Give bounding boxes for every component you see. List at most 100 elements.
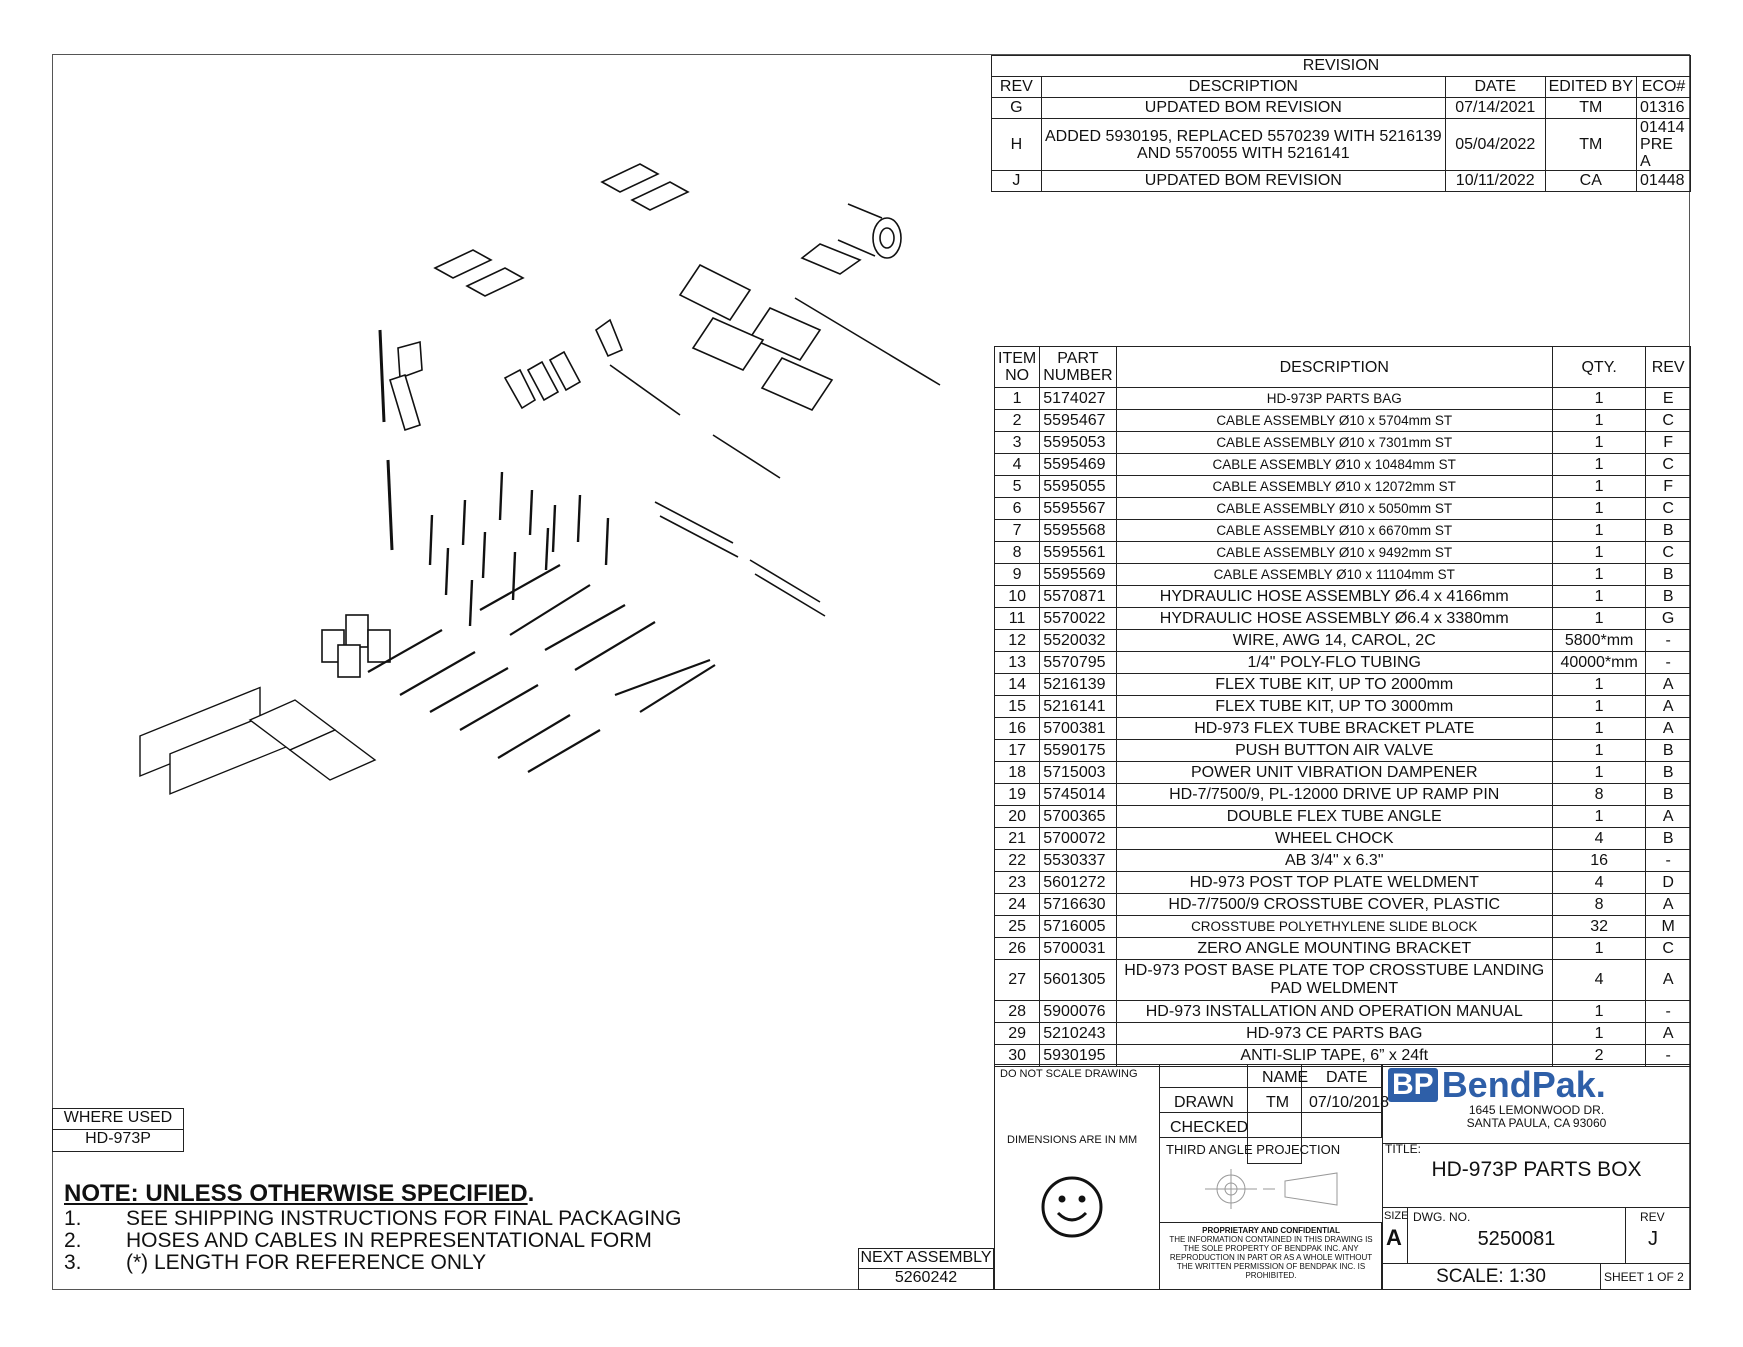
rev-cell: 01316 <box>1636 97 1691 119</box>
rev-header-edited-by: EDITED BY <box>1544 76 1638 98</box>
bom-qty: 4 <box>1551 827 1647 850</box>
bom-rev: C <box>1645 409 1691 432</box>
bom-part-number: 5530337 <box>1039 849 1117 872</box>
bom-rev: B <box>1645 739 1691 762</box>
bom-qty: 16 <box>1551 849 1647 872</box>
rev-cell: ADDED 5930195, REPLACED 5570239 WITH 521… <box>1040 118 1446 171</box>
bom-item-no: 28 <box>993 1000 1041 1023</box>
drawing-title: HD-973P PARTS BOX <box>1431 1158 1642 1181</box>
bom-part-number: 5210243 <box>1039 1022 1117 1045</box>
bom-description: CABLE ASSEMBLY Ø10 x 11104mm ST <box>1115 563 1553 586</box>
rev-header-date: DATE <box>1444 76 1546 98</box>
bom-part-number: 5174027 <box>1039 387 1117 410</box>
post-top-plates <box>433 163 690 297</box>
bom-description: HD-973 CE PARTS BAG <box>1115 1022 1553 1045</box>
tb-name-label: NAME <box>1262 1069 1309 1086</box>
bom-item-no: 3 <box>993 431 1041 454</box>
bom-item-no: 30 <box>993 1044 1041 1067</box>
third-angle-projection-icon <box>1205 1169 1338 1209</box>
bom-description: HD-973 POST BASE PLATE TOP CROSSTUBE LAN… <box>1115 959 1553 1001</box>
bom-rev: A <box>1645 893 1691 916</box>
logo-name: BendPak. <box>1441 1064 1606 1105</box>
bom-qty: 4 <box>1551 871 1647 894</box>
bom-qty: 32 <box>1551 915 1647 938</box>
address-line-1: 1645 LEMONWOOD DR. <box>1468 1103 1605 1117</box>
bom-description: CABLE ASSEMBLY Ø10 x 5704mm ST <box>1115 409 1553 432</box>
bom-rev: A <box>1645 805 1691 828</box>
bom-part-number: 5595055 <box>1039 475 1117 498</box>
notes-title: NOTE: UNLESS OTHERWISE SPECIFIED <box>64 1180 528 1207</box>
landing-pads <box>678 263 834 412</box>
bom-part-number: 5570871 <box>1039 585 1117 608</box>
bom-qty: 1 <box>1551 673 1647 696</box>
where-used-box: WHERE USED HD-973P <box>52 1108 184 1152</box>
next-assembly-label: NEXT ASSEMBLY <box>859 1249 993 1269</box>
tb-drawn-row <box>1160 1088 1382 1113</box>
revision-table: REVISION REV DESCRIPTION DATE EDITED BY … <box>991 55 1691 192</box>
bom-qty: 1 <box>1551 761 1647 784</box>
bom-item-no: 6 <box>993 497 1041 520</box>
rev-cell: 10/11/2022 <box>1444 170 1546 192</box>
bom-header-description: DESCRIPTION <box>1115 346 1553 388</box>
revision-title: REVISION <box>991 55 1691 77</box>
bom-item-no: 15 <box>993 695 1041 718</box>
bom-item-no: 18 <box>993 761 1041 784</box>
bom-header-part-number: PART NUMBER <box>1039 346 1117 388</box>
bom-rev: F <box>1645 431 1691 454</box>
rev-cell: 07/14/2021 <box>1444 97 1546 119</box>
bom-item-no: 2 <box>993 409 1041 432</box>
bom-rev: A <box>1645 695 1691 718</box>
bom-rev: A <box>1645 1022 1691 1045</box>
rev-cell: CA <box>1544 170 1638 192</box>
note-item: 2.HOSES AND CABLES IN REPRESENTATIONAL F… <box>64 1230 784 1252</box>
bendpak-logo: BP BendPak. <box>1388 1064 1606 1105</box>
bom-part-number: 5595053 <box>1039 431 1117 454</box>
bom-description: PUSH BUTTON AIR VALVE <box>1115 739 1553 762</box>
bom-qty: 1 <box>1551 563 1647 586</box>
bom-rev: - <box>1645 1000 1691 1023</box>
bom-part-number: 5601272 <box>1039 871 1117 894</box>
bom-qty: 8 <box>1551 893 1647 916</box>
rev-value: J <box>1648 1228 1658 1250</box>
bom-description: HD-973 INSTALLATION AND OPERATION MANUAL <box>1115 1000 1553 1023</box>
bom-item-no: 7 <box>993 519 1041 542</box>
bom-rev: A <box>1645 673 1691 696</box>
bom-item-no: 22 <box>993 849 1041 872</box>
bill-of-materials-table: ITEM NO PART NUMBER DESCRIPTION QTY. REV… <box>993 346 1691 1067</box>
bom-qty: 1 <box>1551 431 1647 454</box>
rev-header-description: DESCRIPTION <box>1040 76 1446 98</box>
bom-description: CROSSTUBE POLYETHYLENE SLIDE BLOCK <box>1115 915 1553 938</box>
bom-qty: 8 <box>1551 783 1647 806</box>
bom-rev: B <box>1645 519 1691 542</box>
bom-description: WIRE, AWG 14, CAROL, 2C <box>1115 629 1553 652</box>
bom-part-number: 5520032 <box>1039 629 1117 652</box>
brackets <box>389 318 624 432</box>
rev-cell: 05/04/2022 <box>1444 118 1546 171</box>
bom-part-number: 5716005 <box>1039 915 1117 938</box>
rev-cell: G <box>991 97 1042 119</box>
rev-cell: 01414 PRE A <box>1636 118 1691 171</box>
bom-description: CABLE ASSEMBLY Ø10 x 6670mm ST <box>1115 519 1553 542</box>
bom-rev: B <box>1645 783 1691 806</box>
bom-item-no: 10 <box>993 585 1041 608</box>
bom-description: HYDRAULIC HOSE ASSEMBLY Ø6.4 x 4166mm <box>1115 585 1553 608</box>
bom-qty: 1 <box>1551 453 1647 476</box>
sheet-col <box>1600 1264 1691 1290</box>
bom-qty: 1 <box>1551 1000 1647 1023</box>
rev-cell: UPDATED BOM REVISION <box>1040 170 1446 192</box>
dimensions-note: DIMENSIONS ARE IN MM <box>1007 1134 1138 1146</box>
bom-description: FLEX TUBE KIT, UP TO 3000mm <box>1115 695 1553 718</box>
where-used-value: HD-973P <box>85 1130 151 1147</box>
bom-description: HD-973 FLEX TUBE BRACKET PLATE <box>1115 717 1553 740</box>
bom-rev: - <box>1645 651 1691 674</box>
bom-description: HD-973P PARTS BAG <box>1115 387 1553 410</box>
bom-part-number: 5900076 <box>1039 1000 1117 1023</box>
bom-rev: G <box>1645 607 1691 630</box>
